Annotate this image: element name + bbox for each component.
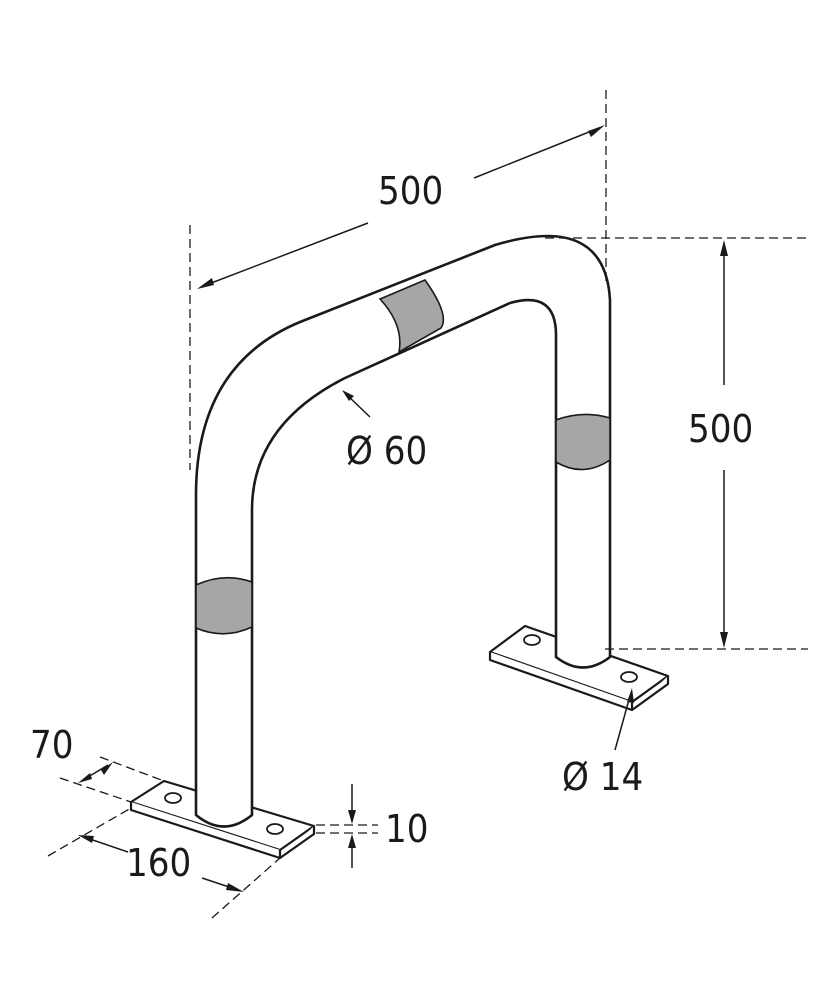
dimension-line-width-b — [473, 129, 595, 179]
arrow-height-bottom — [720, 632, 728, 648]
extension-line-length-left — [47, 807, 132, 857]
arrow-depth-a — [78, 773, 92, 783]
reflective-band-left — [195, 576, 253, 635]
arrow-depth-b — [101, 762, 113, 775]
label-tube-diameter: Ø 60 — [346, 429, 427, 473]
arrow-height-top — [720, 240, 728, 256]
plate-hole-right-back — [523, 634, 541, 646]
leader-hole-diameter — [614, 695, 631, 751]
arrow-width-left — [197, 278, 214, 289]
label-hole-diameter: Ø 14 — [562, 755, 643, 799]
label-height: 500 — [688, 407, 753, 451]
dimension-line-width-a — [205, 222, 369, 286]
arrow-length-left — [78, 835, 94, 843]
arrow-width-right — [588, 125, 605, 137]
arrow-thickness-top — [348, 810, 356, 824]
arrow-tube-diameter — [342, 390, 354, 401]
plate-hole-right-front — [620, 671, 638, 683]
label-plate-depth: 70 — [30, 723, 74, 767]
plate-hole-left-front — [266, 823, 284, 835]
label-plate-thickness: 10 — [385, 807, 429, 851]
arrow-length-right — [226, 883, 244, 892]
reflective-band-top — [378, 279, 445, 354]
arrow-thickness-bottom — [348, 834, 356, 848]
barrier-tube — [194, 234, 612, 828]
arrow-hole-diameter — [627, 688, 634, 703]
extension-line-depth-inner — [99, 756, 165, 782]
label-width: 500 — [378, 169, 443, 213]
plate-hole-left-back — [164, 792, 182, 804]
extension-line-length-right — [211, 857, 281, 919]
extension-line-depth-outer — [59, 777, 132, 803]
label-plate-length: 160 — [126, 841, 191, 885]
reflective-band-right — [555, 413, 611, 471]
